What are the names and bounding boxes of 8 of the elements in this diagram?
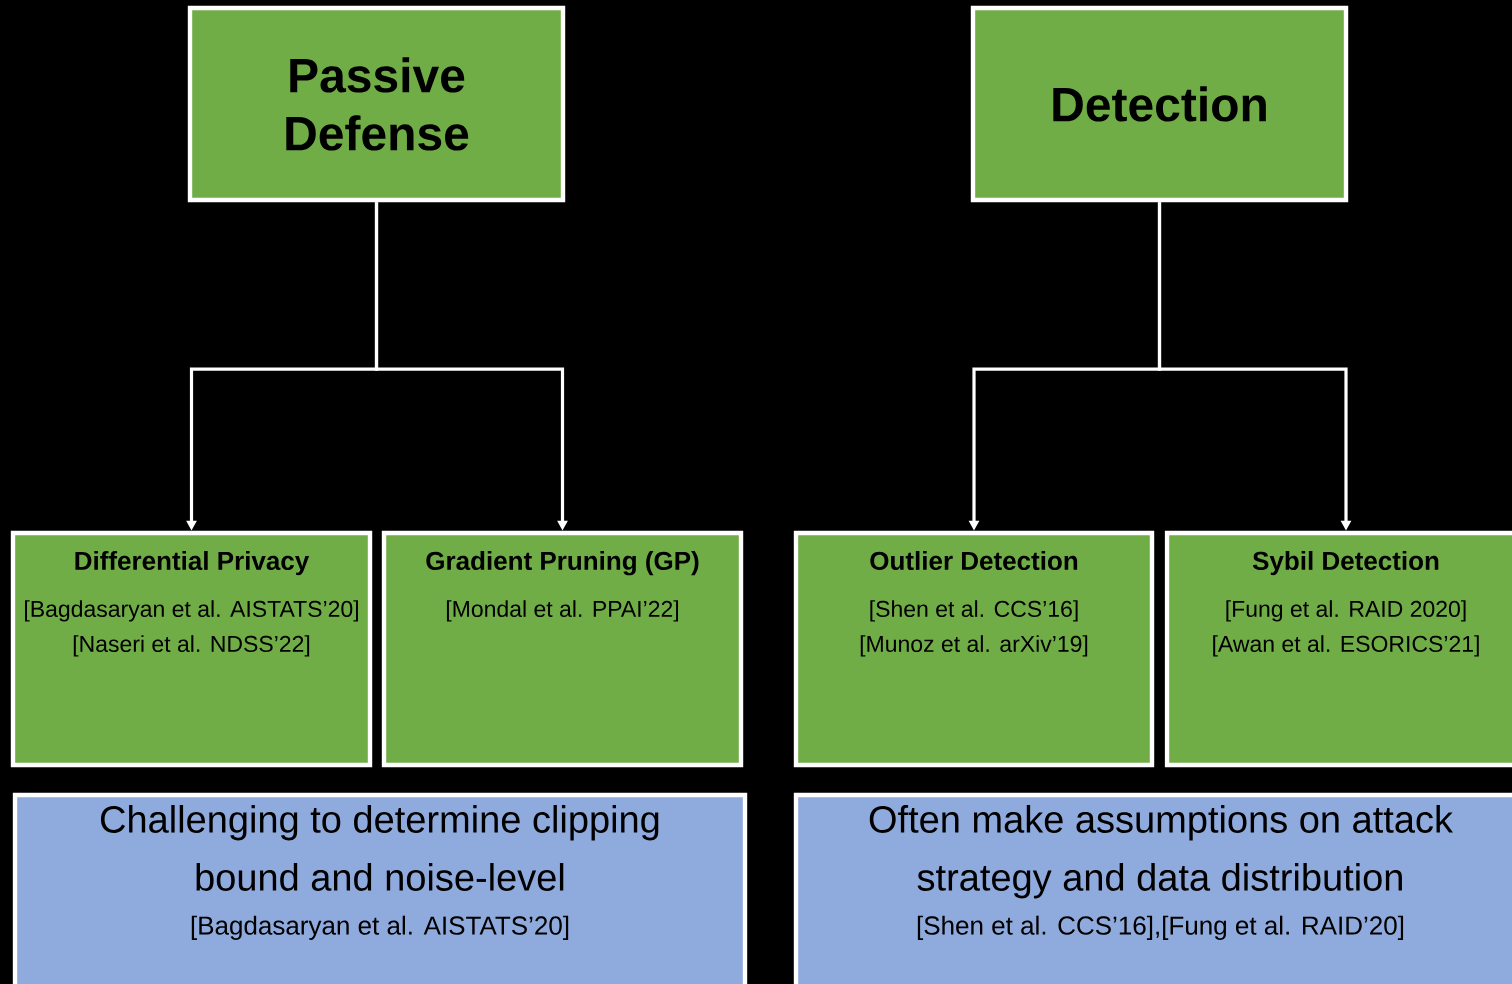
method-box: Differential Privacy [Bagdasaryan et al. AISTATS’20] [Naseri et al. NDSS’22]	[10, 530, 373, 768]
category-box: Detection	[970, 5, 1349, 203]
limitation-box: Often make assumptions on attack strategy and data distribution [Shen et al. CCS’16],[Fung et al. RAID’20]	[793, 792, 1512, 984]
limitation-box: Challenging to determine clipping bound and noise-level [Bagdasaryan et al. AISTATS’20]	[12, 792, 748, 984]
method-box: Outlier Detection [Shen et al. CCS’16] [Munoz et al. arXiv’19]	[793, 530, 1155, 768]
category-box: Passive Defense	[187, 5, 566, 203]
method-box: Gradient Pruning (GP) [Mondal et al. PPAI’22]	[381, 530, 744, 768]
method-box: Sybil Detection [Fung et al. RAID 2020] [Awan et al. ESORICS’21]	[1164, 530, 1512, 768]
